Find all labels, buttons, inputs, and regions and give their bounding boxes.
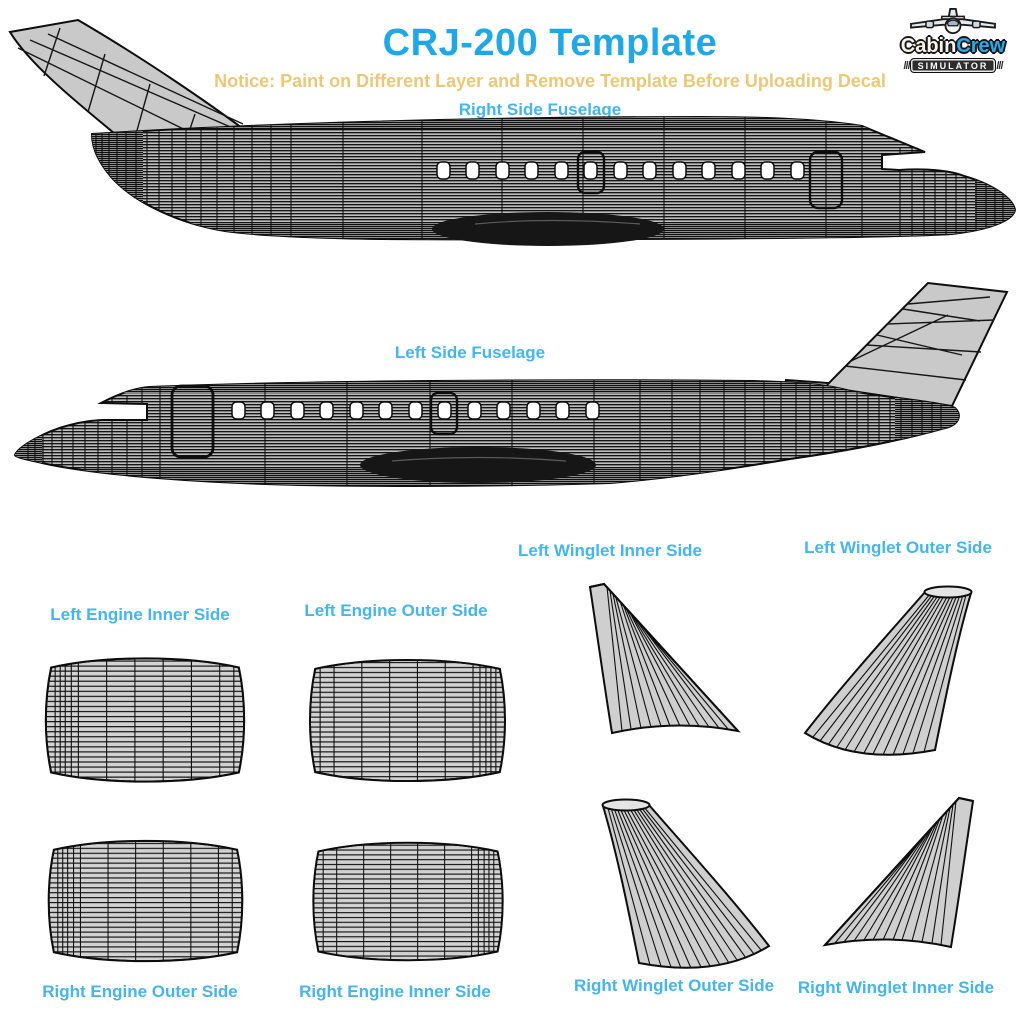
- overwing-exit-outline: [429, 391, 459, 436]
- left-fuselage-windows: [231, 401, 600, 420]
- left-winglet-inner-template: [589, 583, 739, 734]
- window: [524, 161, 539, 180]
- window: [378, 401, 393, 420]
- main-door-outline: [808, 150, 844, 210]
- label-left-winglet-outer: Left Winglet Outer Side: [804, 538, 992, 557]
- window: [495, 161, 510, 180]
- left-winglet-outer-template: [804, 585, 973, 756]
- airplane-front-icon: [910, 8, 996, 35]
- window: [526, 401, 541, 420]
- window: [554, 161, 569, 180]
- wing-fairing: [432, 212, 664, 246]
- nose-shading: [975, 168, 1015, 238]
- window: [408, 401, 423, 420]
- window: [465, 161, 480, 180]
- label-left-winglet-inner: Left Winglet Inner Side: [517, 541, 703, 560]
- label-right-engine-inner: Right Engine Inner Side: [299, 982, 491, 1001]
- window: [613, 161, 628, 180]
- right-fuselage-template: [8, 18, 1017, 246]
- label-left-engine-inner: Left Engine Inner Side: [50, 605, 230, 624]
- window: [231, 401, 246, 420]
- page-title: CRJ-200 Template: [382, 22, 718, 64]
- left-engine-outer-template: [302, 652, 513, 789]
- window: [760, 161, 775, 180]
- label-left-engine-outer: Left Engine Outer Side: [304, 601, 488, 620]
- label-right-fuselage: Right Side Fuselage: [458, 100, 622, 119]
- window: [467, 401, 482, 420]
- logo-banner-row: ///SIMULATOR///: [890, 56, 1016, 74]
- right-fuselage-body: [90, 115, 1017, 246]
- main-door-outline: [170, 384, 215, 459]
- window: [642, 161, 657, 180]
- label-right-winglet-inner: Right Winglet Inner Side: [797, 978, 995, 997]
- label-right-engine-outer: Right Engine Outer Side: [42, 982, 238, 1001]
- right-fuselage-windows: [436, 161, 805, 180]
- label-right-winglet-outer: Right Winglet Outer Side: [573, 976, 775, 995]
- window: [437, 401, 452, 420]
- banner-right-stripes: ///: [996, 60, 1003, 72]
- nose-shading: [15, 420, 42, 480]
- overwing-exit-outline: [576, 150, 606, 195]
- fairing-highlight: [391, 456, 567, 462]
- banner-left-stripes: ///: [903, 60, 910, 72]
- window: [555, 401, 570, 420]
- window: [585, 401, 600, 420]
- right-winglet-outer-template: [601, 798, 770, 969]
- window: [790, 161, 805, 180]
- logo-cabin: Cabin: [900, 35, 957, 57]
- right-engine-outer-template: [40, 833, 251, 969]
- window: [349, 401, 364, 420]
- window: [319, 401, 334, 420]
- right-engine-inner-template: [303, 835, 513, 968]
- window: [496, 401, 511, 420]
- window: [290, 401, 305, 420]
- window: [701, 161, 716, 180]
- logo-crew: Crew: [956, 35, 1006, 57]
- left-engine-inner-template: [38, 650, 252, 790]
- frame-lines: [27, 380, 942, 486]
- label-left-fuselage: Left Side Fuselage: [394, 343, 546, 362]
- window: [731, 161, 746, 180]
- window: [672, 161, 687, 180]
- fairing-highlight: [474, 219, 641, 225]
- left-fuselage-template: [13, 281, 1009, 487]
- notice-text: Notice: Paint on Different Layer and Rem…: [214, 71, 886, 91]
- logo-simulator-banner: SIMULATOR: [909, 58, 997, 73]
- left-fuselage-body: [13, 379, 960, 487]
- wing-fairing: [360, 447, 596, 483]
- logo-brand-text: CabinCrew: [890, 36, 1016, 56]
- window: [583, 161, 598, 180]
- cabincrew-simulator-logo: CabinCrew ///SIMULATOR///: [890, 8, 1016, 74]
- window: [260, 401, 275, 420]
- window: [436, 161, 451, 180]
- right-winglet-inner-template: [824, 797, 974, 948]
